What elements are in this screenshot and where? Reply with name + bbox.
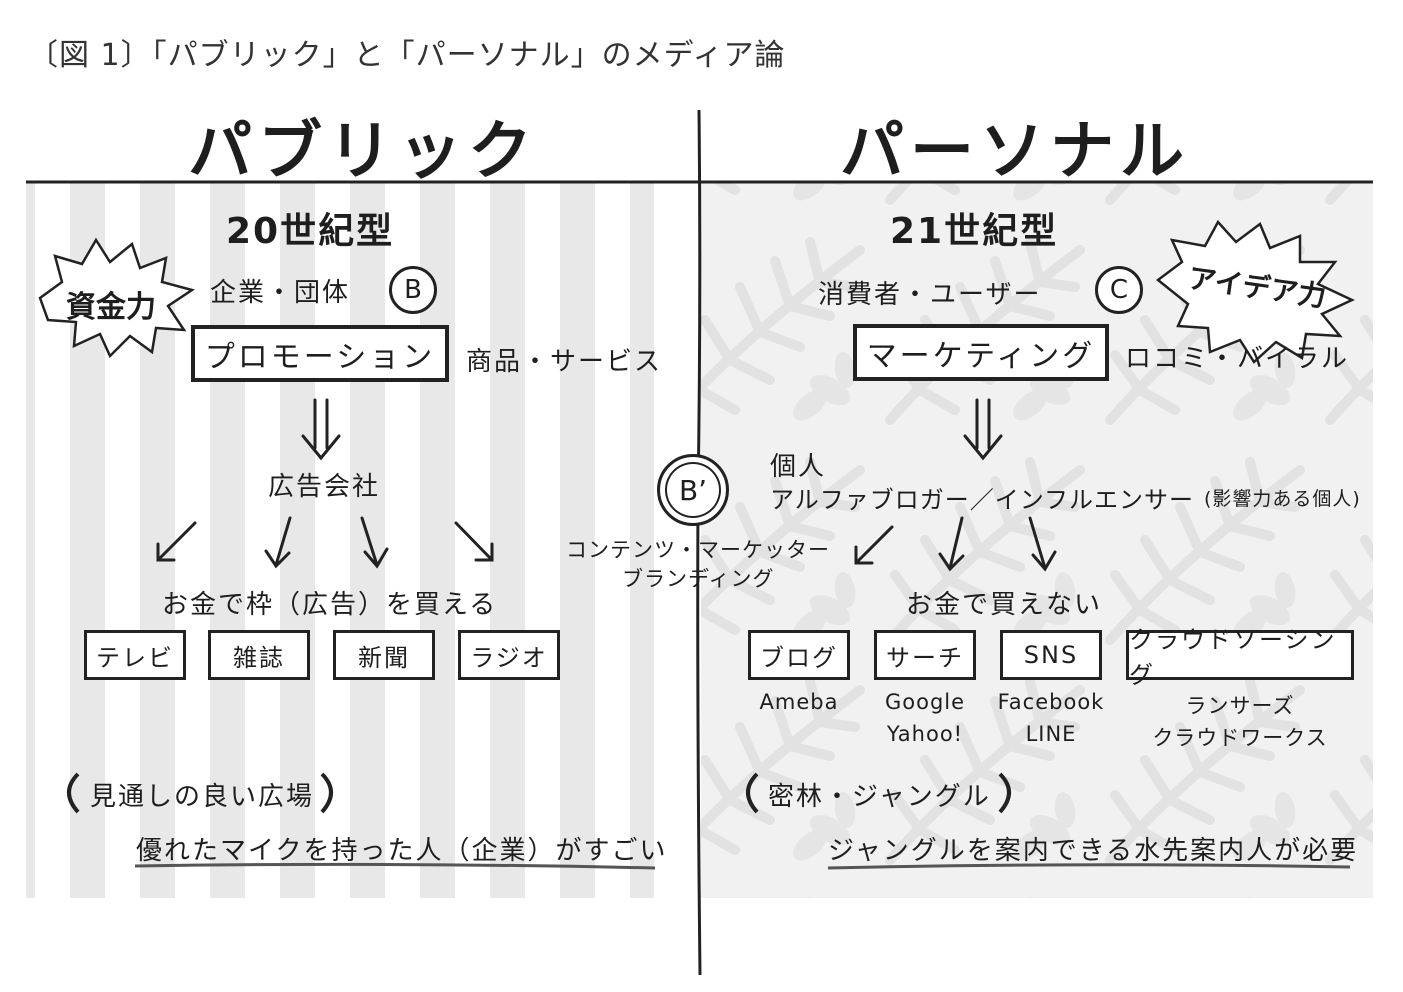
media-box-blog: ブログ — [748, 630, 850, 680]
right-metaphor-close-paren — [998, 772, 1011, 814]
content-marketer-label: コンテンツ・マーケッター — [566, 538, 830, 562]
left-double-arrow — [301, 398, 341, 461]
personal-heading: パーソナル — [840, 115, 1190, 189]
blog-example: Ameba — [759, 690, 839, 714]
right-actor-mark: C — [1095, 266, 1143, 314]
influencer-label: アルファブロガー／インフルエンサー — [770, 486, 1195, 514]
left-fan-arrows — [156, 516, 494, 569]
right-double-arrow — [963, 398, 1003, 461]
individual-label: 個人 — [770, 452, 827, 482]
left-conclusion-underline — [134, 862, 656, 870]
sns-example-2: LINE — [1025, 722, 1077, 746]
crowdsourcing-example-2: クラウドワークス — [1152, 726, 1328, 750]
left-metaphor-close-paren — [320, 772, 333, 814]
right-metaphor: 密林・ジャングル — [768, 782, 991, 812]
right-conclusion: ジャングルを案内できる水先案内人が必要 — [828, 836, 1359, 866]
ad-agency-label: 広告会社 — [268, 472, 381, 502]
right-actor-label: 消費者・ユーザー — [818, 280, 1042, 310]
media-box-search: サーチ — [874, 630, 976, 680]
idea-burst — [1155, 219, 1355, 364]
right-flow-label: お金で買えない — [906, 590, 1103, 620]
sns-example-1: Facebook — [997, 690, 1105, 714]
funding-burst — [38, 237, 195, 359]
search-example-2: Yahoo! — [886, 722, 964, 746]
public-heading: パブリック — [188, 115, 538, 189]
funding-burst-label: 資金力 — [66, 290, 156, 325]
media-box-magazine: 雑誌 — [208, 630, 310, 680]
left-conclusion: 優れたマイクを持った人（企業）がすごい — [136, 836, 668, 866]
right-fan-arrows — [854, 516, 1057, 572]
media-box-tv: テレビ — [84, 630, 186, 680]
crowdsourcing-example-1: ランサーズ — [1185, 694, 1295, 718]
media-box-sns: SNS — [1000, 630, 1102, 680]
media-box-radio: ラジオ — [458, 630, 560, 680]
right-metaphor-open-paren — [746, 772, 759, 814]
right-era-label: 21世紀型 — [890, 211, 1059, 252]
left-metaphor-open-paren — [67, 772, 80, 814]
left-actor-label: 企業・団体 — [210, 278, 351, 308]
figure-caption: 〔図 1〕「パブリック」と「パーソナル」のメディア論 — [28, 38, 786, 73]
b-prime-mark: B’ — [657, 454, 729, 526]
left-era-label: 20世紀型 — [226, 211, 395, 252]
left-side-label: 商品・サービス — [466, 347, 663, 377]
right-side-label: ロコミ・バイラル — [1125, 344, 1350, 374]
media-box-newspaper: 新聞 — [333, 630, 435, 680]
left-metaphor: 見通しの良い広場 — [90, 782, 315, 812]
marketing-box: マーケティング — [853, 324, 1109, 381]
promotion-box: プロモーション — [191, 325, 449, 382]
media-box-crowdsourcing: クラウドソーシング — [1126, 626, 1354, 689]
influencer-note: (影響力ある個人) — [1204, 488, 1361, 510]
search-example-1: Google — [884, 690, 966, 714]
right-conclusion-underline — [827, 863, 1351, 870]
branding-label: ブランディング — [622, 567, 775, 591]
left-actor-mark: B — [389, 266, 437, 314]
left-flow-label: お金で枠（広告）を買える — [162, 590, 498, 620]
